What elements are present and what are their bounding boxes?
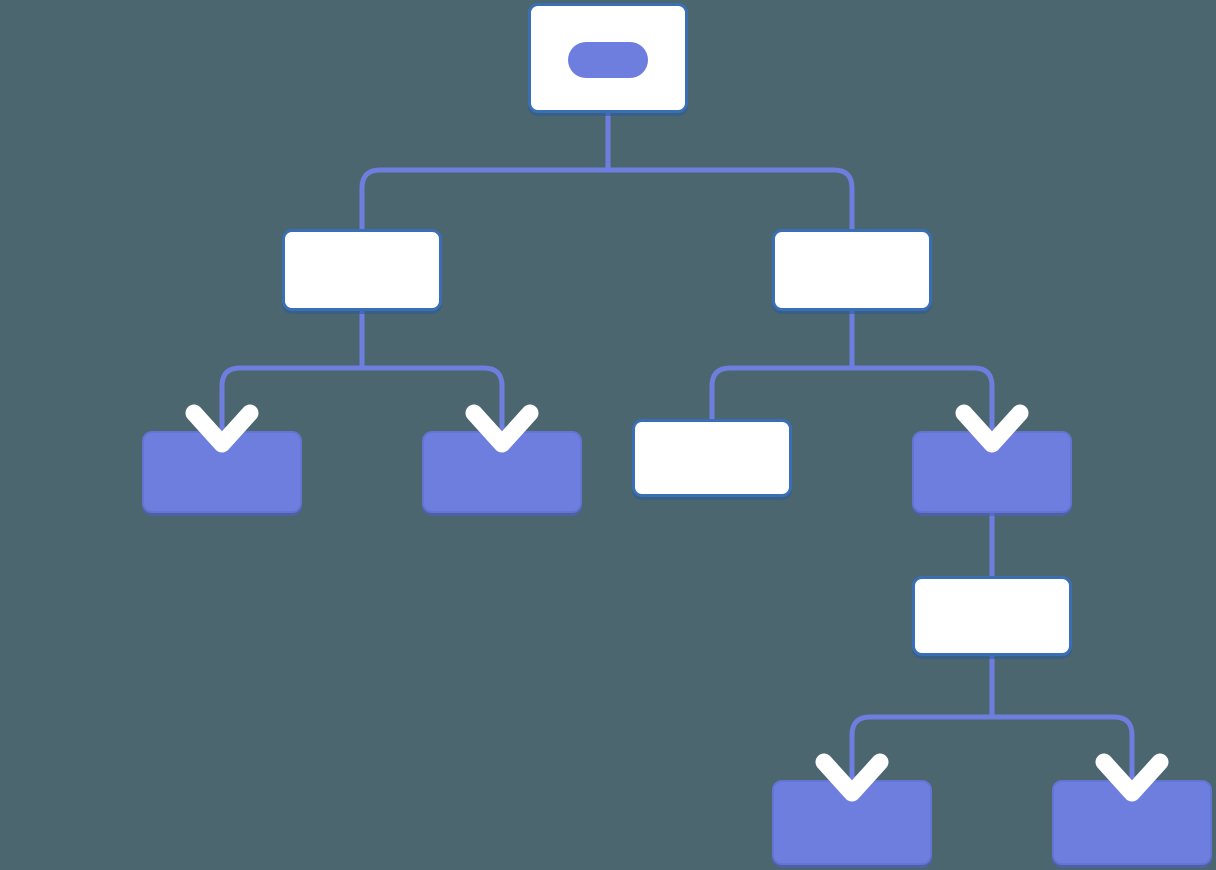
left-leaf-two[interactable]: [422, 431, 582, 513]
sub-white-node[interactable]: [912, 576, 1072, 656]
left-leaf-one[interactable]: [142, 431, 302, 513]
root-pill: [568, 42, 648, 78]
right-purple-node[interactable]: [912, 431, 1072, 513]
right-branch-node[interactable]: [772, 229, 932, 311]
root-node[interactable]: [528, 3, 688, 113]
bottom-leaf-left[interactable]: [772, 780, 932, 865]
right-white-leaf[interactable]: [632, 419, 792, 497]
left-branch-node[interactable]: [282, 229, 442, 311]
bottom-leaf-right[interactable]: [1052, 780, 1212, 865]
